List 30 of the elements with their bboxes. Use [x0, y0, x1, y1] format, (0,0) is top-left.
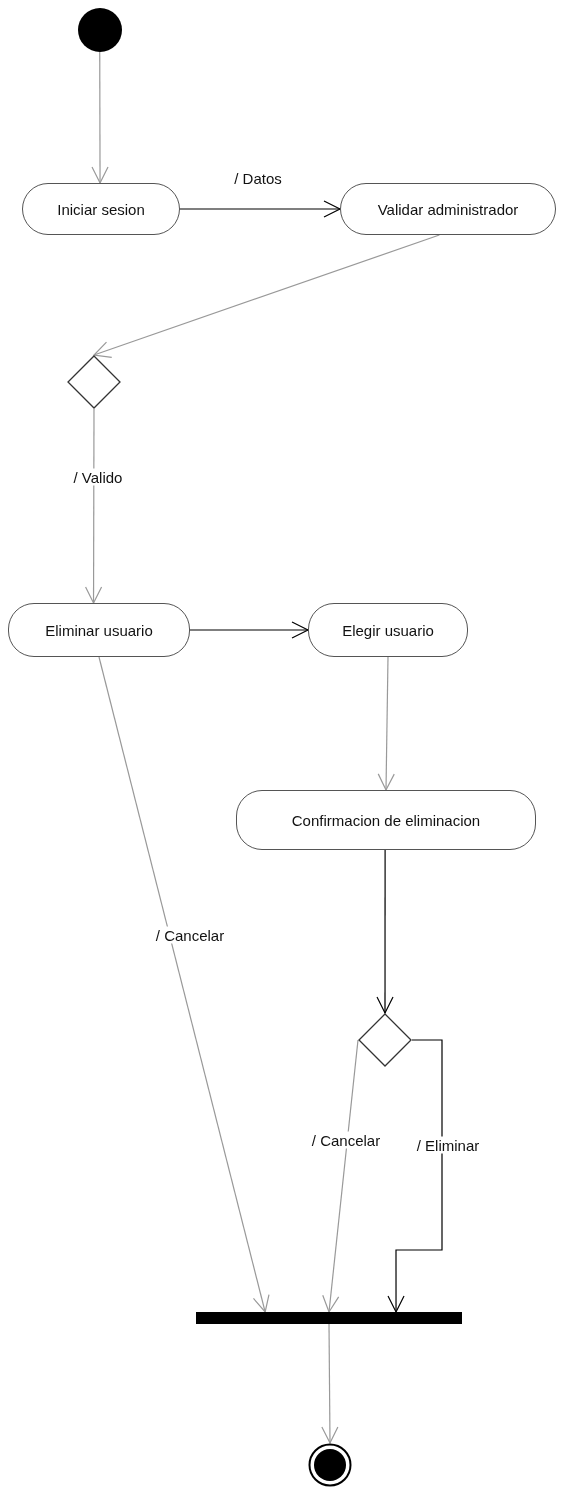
edge-label: / Cancelar — [309, 1131, 383, 1149]
join-bar — [196, 1312, 462, 1324]
arrow — [322, 1039, 359, 1313]
final-node — [308, 1443, 352, 1487]
initial-node — [78, 8, 122, 52]
action-box — [22, 183, 180, 235]
arrow — [376, 849, 394, 1014]
action-box — [236, 790, 536, 850]
arrow — [189, 621, 309, 639]
arrow — [93, 234, 440, 358]
arrow — [85, 408, 103, 604]
arrow — [91, 51, 109, 184]
arrow — [377, 656, 395, 791]
action-label: Eliminar usuario — [45, 621, 153, 639]
action-box — [308, 603, 468, 657]
edge-label: / Eliminar — [414, 1136, 482, 1154]
edge-label: / Valido — [71, 468, 125, 486]
action-label: Iniciar sesion — [57, 200, 145, 218]
action-box — [340, 183, 556, 235]
edge-label: / Cancelar — [153, 926, 227, 944]
arrow — [321, 1323, 339, 1444]
decision-diamond — [358, 1013, 412, 1067]
arrow — [387, 1039, 443, 1313]
action-box — [8, 603, 190, 657]
action-label: Validar administrador — [377, 200, 519, 218]
arrow — [179, 200, 341, 218]
action-label: Confirmacion de eliminacion — [291, 811, 481, 829]
decision-diamond — [67, 355, 121, 409]
action-label: Elegir usuario — [342, 621, 434, 639]
arrow — [98, 656, 270, 1313]
